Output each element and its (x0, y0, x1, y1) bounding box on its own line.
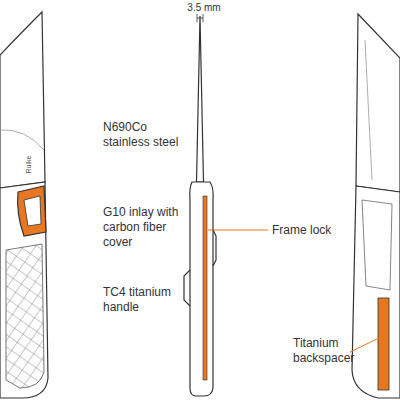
material-label: N690Co stainless steel (103, 120, 195, 150)
blade (356, 14, 400, 192)
material-label: TC4 titanium handle (103, 285, 183, 315)
blade-spine (197, 16, 204, 182)
handle (0, 182, 48, 398)
handle-texture (6, 244, 44, 388)
knife-spine-view (184, 16, 216, 396)
handle (352, 186, 400, 398)
brand-mark: Ruike (24, 145, 33, 185)
frame-lock-stripe (203, 196, 207, 380)
titanium-backspacer (378, 298, 389, 390)
material-label: G10 inlay with carbon fiber cover (103, 205, 195, 250)
part-label: Titanium backspacer (293, 336, 351, 366)
part-label: Frame lock (272, 223, 362, 238)
dimension-label: 3.5 mm (184, 1, 224, 14)
leader-line (208, 230, 268, 231)
leader-line (350, 338, 379, 352)
knife-right-view (352, 14, 400, 398)
handle-spine (190, 182, 213, 396)
g10-inlay (18, 186, 46, 236)
knife-left-view (0, 12, 48, 398)
dimension-marks (197, 14, 203, 22)
leader-lines (208, 230, 379, 352)
blade (0, 12, 45, 188)
